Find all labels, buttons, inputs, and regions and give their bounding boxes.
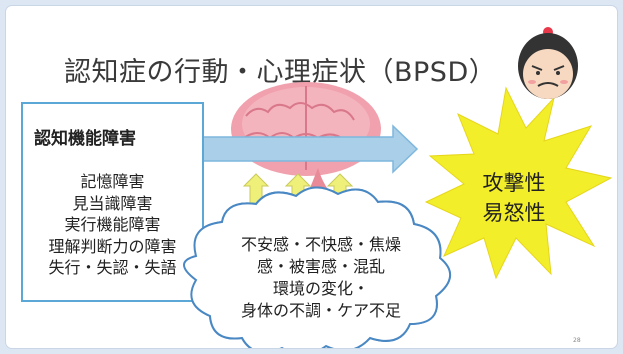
behavior-line: 易怒性 [482,201,546,225]
slide-title: 認知症の行動・心理症状（BPSD） [64,57,497,88]
progression-arrow [198,124,419,174]
cognitive-impairment-list: 記憶障害 見当識障害 実行機能障害 理解判断力の障害 失行・失認・失語 [21,171,204,279]
factor-line: 感・被害感・混乱 [256,257,385,276]
factor-line: 身体の不調・ケア不足 [240,301,401,320]
behavior-text: 攻撃性 易怒性 [464,168,564,228]
impairment-item: 実行機能障害 [64,215,161,234]
impairment-item: 見当識障害 [72,193,153,213]
impairment-item: 失行・失認・失語 [48,258,177,277]
factor-line: 不安感・不快感・焦燥 [240,235,401,254]
page-number: 28 [573,337,581,344]
cognitive-impairment-heading: 認知機能障害 [34,129,136,149]
factor-line: 環境の変化・ [272,279,369,298]
behavior-line: 攻撃性 [482,171,546,195]
impairment-item: 理解判断力の障害 [48,236,177,256]
starburst [424,86,613,280]
cognitive-impairment-box [21,102,204,302]
impairment-item: 記憶障害 [80,172,145,191]
slide: 認知症の行動・心理症状（BPSD） [6,6,617,348]
angry-face-icon [518,27,578,99]
factors-text: 不安感・不快感・焦燥 感・被害感・混乱 環境の変化・ 身体の不調・ケア不足 [211,234,431,322]
